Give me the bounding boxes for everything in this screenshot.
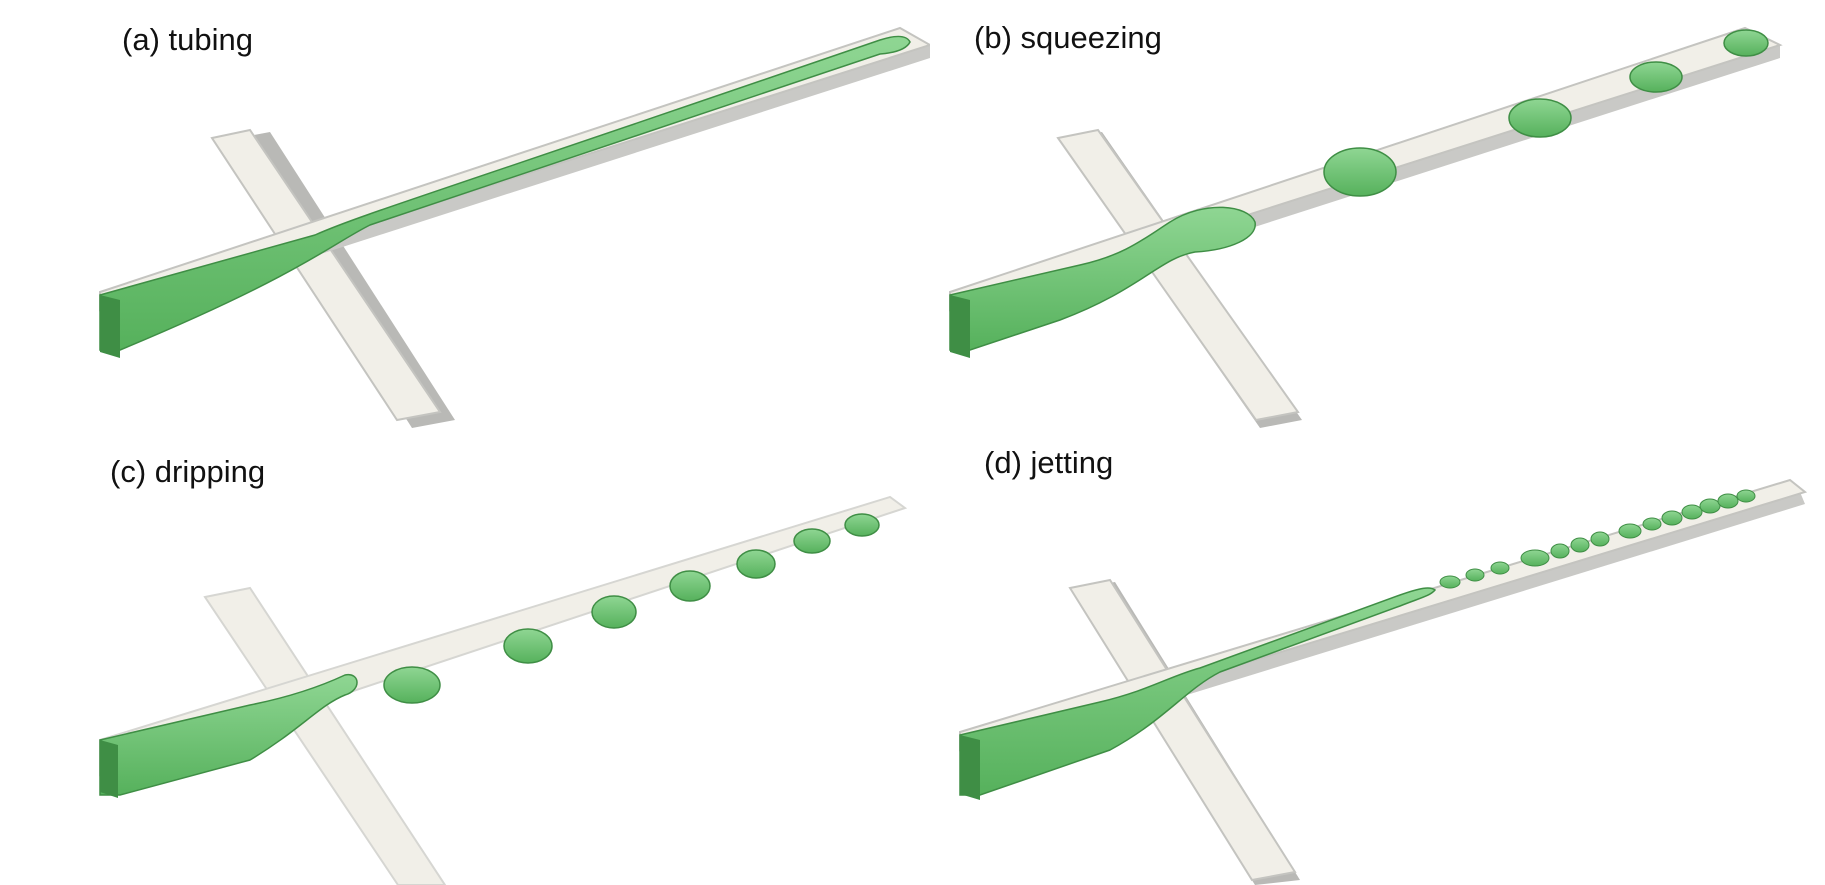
panel-label-d: (d) jetting [984,445,1114,480]
dispersed-phase-jet [959,587,1437,796]
droplet [1618,523,1642,539]
panel-label-a: (a) tubing [122,22,253,57]
droplet [1723,29,1769,57]
squeezing-channel-diagram [949,26,1783,428]
inlet-face [950,295,970,358]
panel-tubing: (a) tubing [0,0,930,440]
droplet [1629,61,1683,93]
droplet [1681,504,1703,520]
panel-label-c: (c) dripping [110,454,266,489]
panel-squeezing: (b) squeezing [930,0,1825,440]
dispersed-phase-inlet [949,206,1256,351]
dispersed-phase-thread [99,35,911,351]
droplet [1439,575,1461,589]
thread-inlet-face [100,295,120,358]
droplet [1570,537,1590,553]
droplet [1717,493,1739,509]
panel-label-b: (b) squeezing [974,20,1162,55]
droplet [383,666,441,704]
droplet [1590,531,1610,547]
tubing-channel-diagram [99,26,930,428]
droplet [1323,147,1397,197]
cross-channel [203,586,447,885]
droplet [1490,561,1510,575]
panel-dripping: (c) dripping [0,440,930,885]
droplet [1465,568,1485,582]
inlet-face [100,740,118,798]
droplet [1699,498,1721,514]
cross-channel [210,128,442,422]
cross-channel [1056,128,1300,422]
jetting-channel-diagram [959,478,1808,885]
droplet [503,628,553,664]
droplet [669,570,711,602]
droplet [844,513,880,537]
droplet [1661,510,1683,526]
inlet-face [960,735,980,800]
droplet [1520,549,1550,567]
droplet [736,549,776,579]
droplet [591,595,637,629]
droplet [1508,98,1572,138]
droplet [1736,489,1756,503]
dispersed-phase-inlet [99,674,358,796]
droplet [1642,517,1662,531]
droplet [1550,543,1570,559]
droplet [793,528,831,554]
panel-jetting: (d) jetting [930,440,1825,885]
dripping-channel-diagram [99,495,908,885]
cross-channel [1068,578,1297,882]
